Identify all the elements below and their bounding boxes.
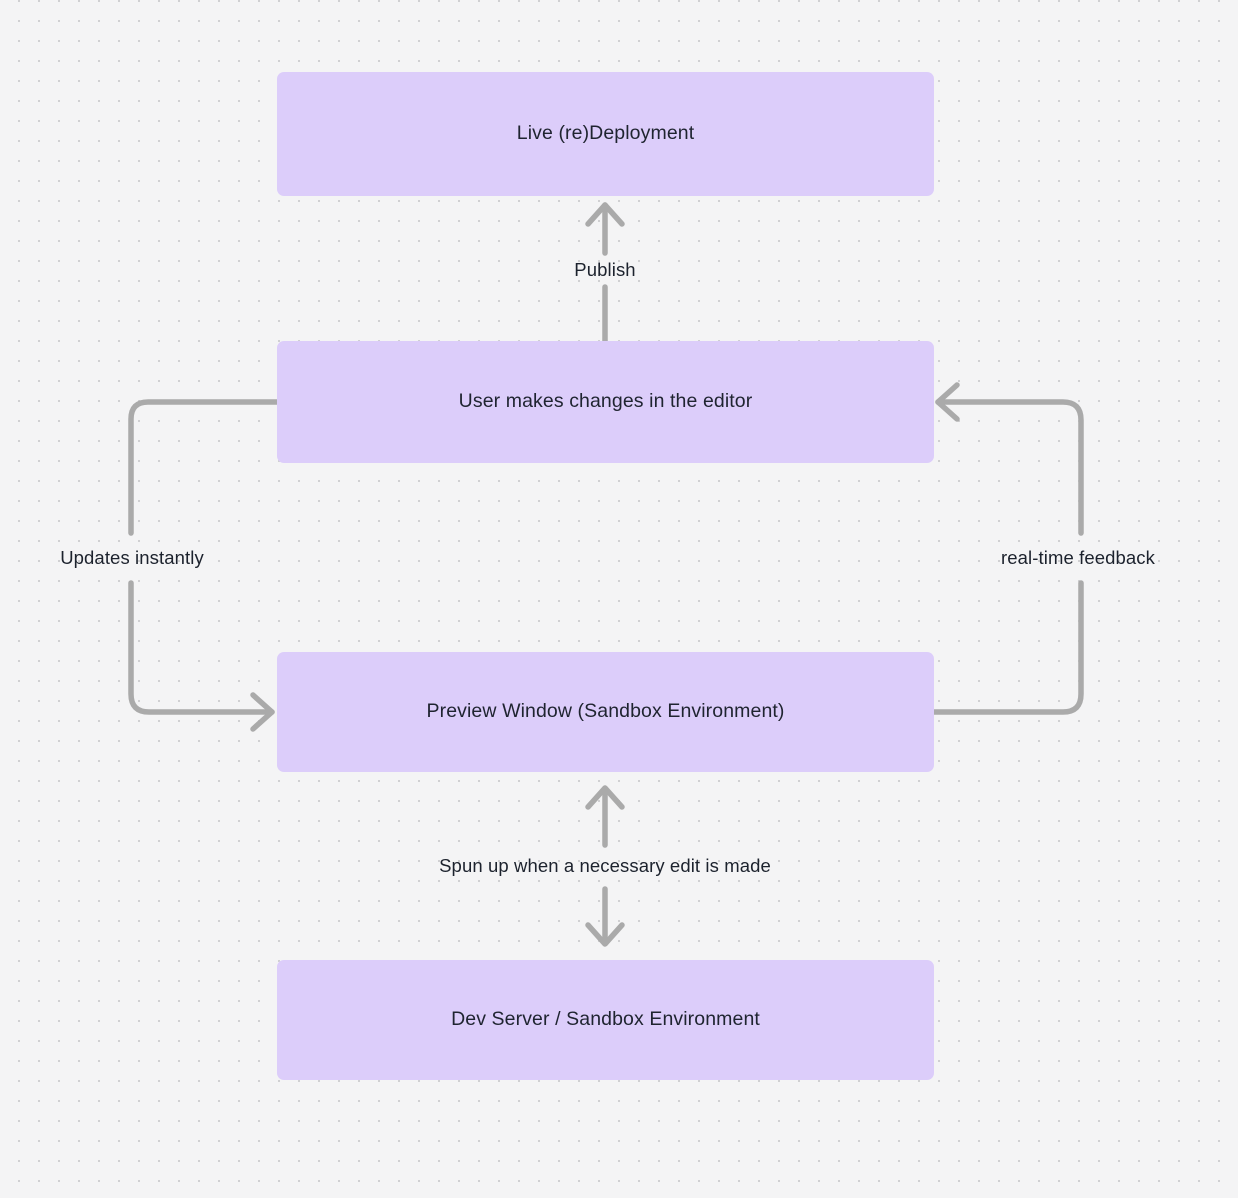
edge-label-real-time-feedback: real-time feedback xyxy=(1001,546,1155,568)
node-label: Preview Window (Sandbox Environment) xyxy=(426,700,785,723)
edge-label-spun-up: Spun up when a necessary edit is made xyxy=(439,854,771,876)
node-preview-window[interactable]: Preview Window (Sandbox Environment) xyxy=(277,652,934,772)
edge-label-updates-instantly: Updates instantly xyxy=(60,546,204,568)
edge-label-publish: Publish xyxy=(574,258,636,280)
node-label: User makes changes in the editor xyxy=(458,390,753,413)
node-user-edits[interactable]: User makes changes in the editor xyxy=(277,341,934,463)
node-label: Dev Server / Sandbox Environment xyxy=(451,1008,760,1031)
node-label: Live (re)Deployment xyxy=(516,122,695,145)
node-live-deployment[interactable]: Live (re)Deployment xyxy=(277,72,934,196)
node-dev-server[interactable]: Dev Server / Sandbox Environment xyxy=(277,960,934,1080)
